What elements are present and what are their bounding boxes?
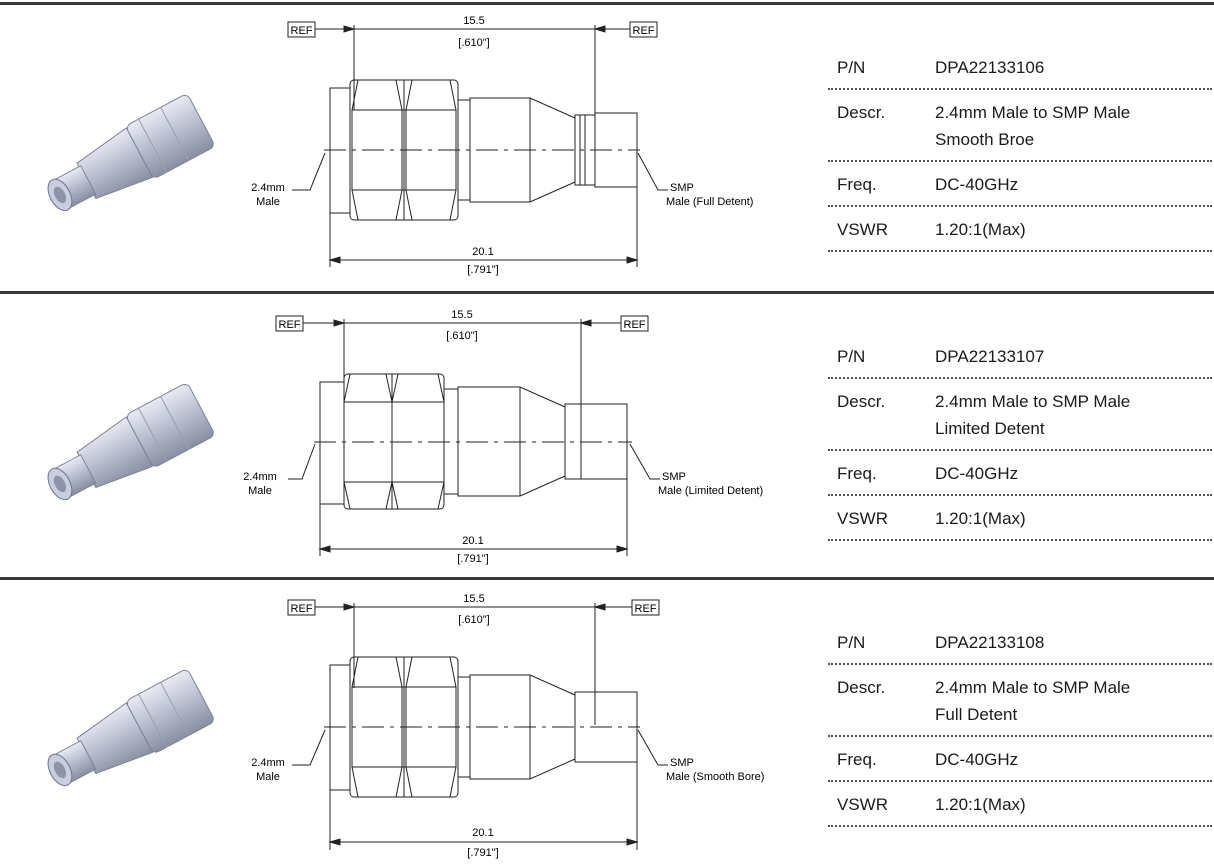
- spec-value-line2: Smooth Broe: [935, 130, 1035, 149]
- spec-key: P/N: [837, 633, 866, 652]
- spec-row-freq: Freq. DC-40GHz: [828, 737, 1212, 782]
- overall-dim-mm: 20.1: [462, 535, 483, 547]
- spec-key: Freq.: [837, 175, 877, 194]
- dimension-drawing: REF REF 15.5 [.610"] 20.1 [.791"] 2.4mm …: [243, 309, 763, 565]
- spec-value-line2: Limited Detent: [935, 419, 1045, 438]
- spec-value: 2.4mm Male to SMP Male Limited Detent: [935, 388, 1212, 442]
- smp-label: SMP: [662, 471, 686, 483]
- spec-value: 1.20:1(Max): [935, 220, 1026, 239]
- spec-row-vswr: VSWR 1.20:1(Max): [828, 782, 1212, 827]
- spec-key: P/N: [837, 347, 866, 366]
- spec-row-vswr: VSWR 1.20:1(Max): [828, 207, 1212, 252]
- spec-row-descr: Descr. 2.4mm Male to SMP Male Smooth Bro…: [828, 90, 1212, 162]
- spec-key: Descr.: [837, 678, 886, 697]
- spec-row-descr: Descr. 2.4mm Male to SMP Male Limited De…: [828, 379, 1212, 451]
- adapter-photo: [47, 669, 214, 787]
- adapter-photo: [47, 383, 214, 501]
- spec-key: Freq.: [837, 750, 877, 769]
- overall-dim-mm: 20.1: [472, 827, 493, 839]
- right-connector-label: Male (Limited Detent): [658, 485, 763, 497]
- right-connector-label: Male (Smooth Bore): [666, 771, 764, 783]
- ref-dim-inch: [.610"]: [458, 614, 489, 626]
- spec-value-line2: Full Detent: [935, 705, 1018, 724]
- spec-value-line1: 2.4mm Male to SMP Male: [935, 392, 1131, 411]
- spec-key: P/N: [837, 58, 866, 77]
- spec-value: 2.4mm Male to SMP Male Full Detent: [935, 674, 1212, 728]
- product-row-2: REF REF 15.5 [.610"] 20.1 [.791"] 2.4mm …: [0, 294, 1214, 582]
- spec-row-freq: Freq. DC-40GHz: [828, 451, 1212, 496]
- ref-label-right: REF: [635, 603, 657, 615]
- spec-key: VSWR: [837, 509, 888, 528]
- spec-value: DC-40GHz: [935, 750, 1019, 769]
- left-connector-label: 2.4mm: [251, 182, 285, 194]
- spec-value: 1.20:1(Max): [935, 795, 1026, 814]
- ref-dim-mm: 15.5: [463, 593, 484, 605]
- ref-label-left: REF: [279, 319, 301, 331]
- spec-table: P/N DPA22133107 Descr. 2.4mm Male to SMP…: [828, 334, 1212, 541]
- ref-label-left: REF: [291, 25, 313, 37]
- dimension-drawing: REF REF 15.5 [.610"] 20.1 [.791"] 2.4mm …: [251, 593, 764, 859]
- spec-table: P/N DPA22133106 Descr. 2.4mm Male to SMP…: [828, 45, 1212, 252]
- spec-row-pn: P/N DPA22133106: [828, 45, 1212, 90]
- row-divider: [0, 577, 1214, 580]
- left-connector-label: 2.4mm: [243, 471, 277, 483]
- spec-key: Descr.: [837, 103, 886, 122]
- row-divider: [0, 2, 1214, 5]
- ref-label-left: REF: [291, 603, 313, 615]
- left-connector-gender: Male: [256, 771, 280, 783]
- spec-value: DPA22133107: [935, 347, 1045, 366]
- spec-key: VSWR: [837, 220, 888, 239]
- spec-table: P/N DPA22133108 Descr. 2.4mm Male to SMP…: [828, 620, 1212, 827]
- adapter-photo: [47, 94, 214, 212]
- row-divider: [0, 291, 1214, 294]
- ref-label-right: REF: [633, 25, 655, 37]
- overall-dim-inch: [.791"]: [467, 847, 498, 859]
- dimension-drawing: REF REF 15.5 [.610"] 20.1 [.791"] 2.4mm …: [251, 15, 753, 276]
- smp-label: SMP: [670, 757, 694, 769]
- spec-key: Descr.: [837, 392, 886, 411]
- spec-key: Freq.: [837, 464, 877, 483]
- left-connector-gender: Male: [248, 485, 272, 497]
- ref-dim-mm: 15.5: [463, 15, 484, 27]
- spec-row-pn: P/N DPA22133107: [828, 334, 1212, 379]
- spec-value-line1: 2.4mm Male to SMP Male: [935, 103, 1131, 122]
- spec-key: VSWR: [837, 795, 888, 814]
- spec-row-freq: Freq. DC-40GHz: [828, 162, 1212, 207]
- spec-value: DC-40GHz: [935, 464, 1019, 483]
- spec-value: 2.4mm Male to SMP Male Smooth Broe: [935, 99, 1212, 153]
- overall-dim-mm: 20.1: [472, 246, 493, 258]
- left-connector-gender: Male: [256, 196, 280, 208]
- spec-value: DPA22133108: [935, 633, 1045, 652]
- overall-dim-inch: [.791"]: [467, 264, 498, 276]
- spec-value: DPA22133106: [935, 58, 1045, 77]
- ref-dim-inch: [.610"]: [446, 330, 477, 342]
- spec-row-vswr: VSWR 1.20:1(Max): [828, 496, 1212, 541]
- spec-value: DC-40GHz: [935, 175, 1019, 194]
- product-row-1: REF REF 15.5 [.610"] 20.1 [.791"] 2.4mm …: [0, 5, 1214, 293]
- left-connector-label: 2.4mm: [251, 757, 285, 769]
- spec-value-line1: 2.4mm Male to SMP Male: [935, 678, 1131, 697]
- ref-label-right: REF: [624, 319, 646, 331]
- spec-value: 1.20:1(Max): [935, 509, 1026, 528]
- spec-row-descr: Descr. 2.4mm Male to SMP Male Full Deten…: [828, 665, 1212, 737]
- product-row-3: REF REF 15.5 [.610"] 20.1 [.791"] 2.4mm …: [0, 580, 1214, 868]
- overall-dim-inch: [.791"]: [457, 553, 488, 565]
- ref-dim-mm: 15.5: [451, 309, 472, 321]
- right-connector-label: Male (Full Detent): [666, 196, 753, 208]
- ref-dim-inch: [.610"]: [458, 37, 489, 49]
- spec-row-pn: P/N DPA22133108: [828, 620, 1212, 665]
- smp-label: SMP: [670, 182, 694, 194]
